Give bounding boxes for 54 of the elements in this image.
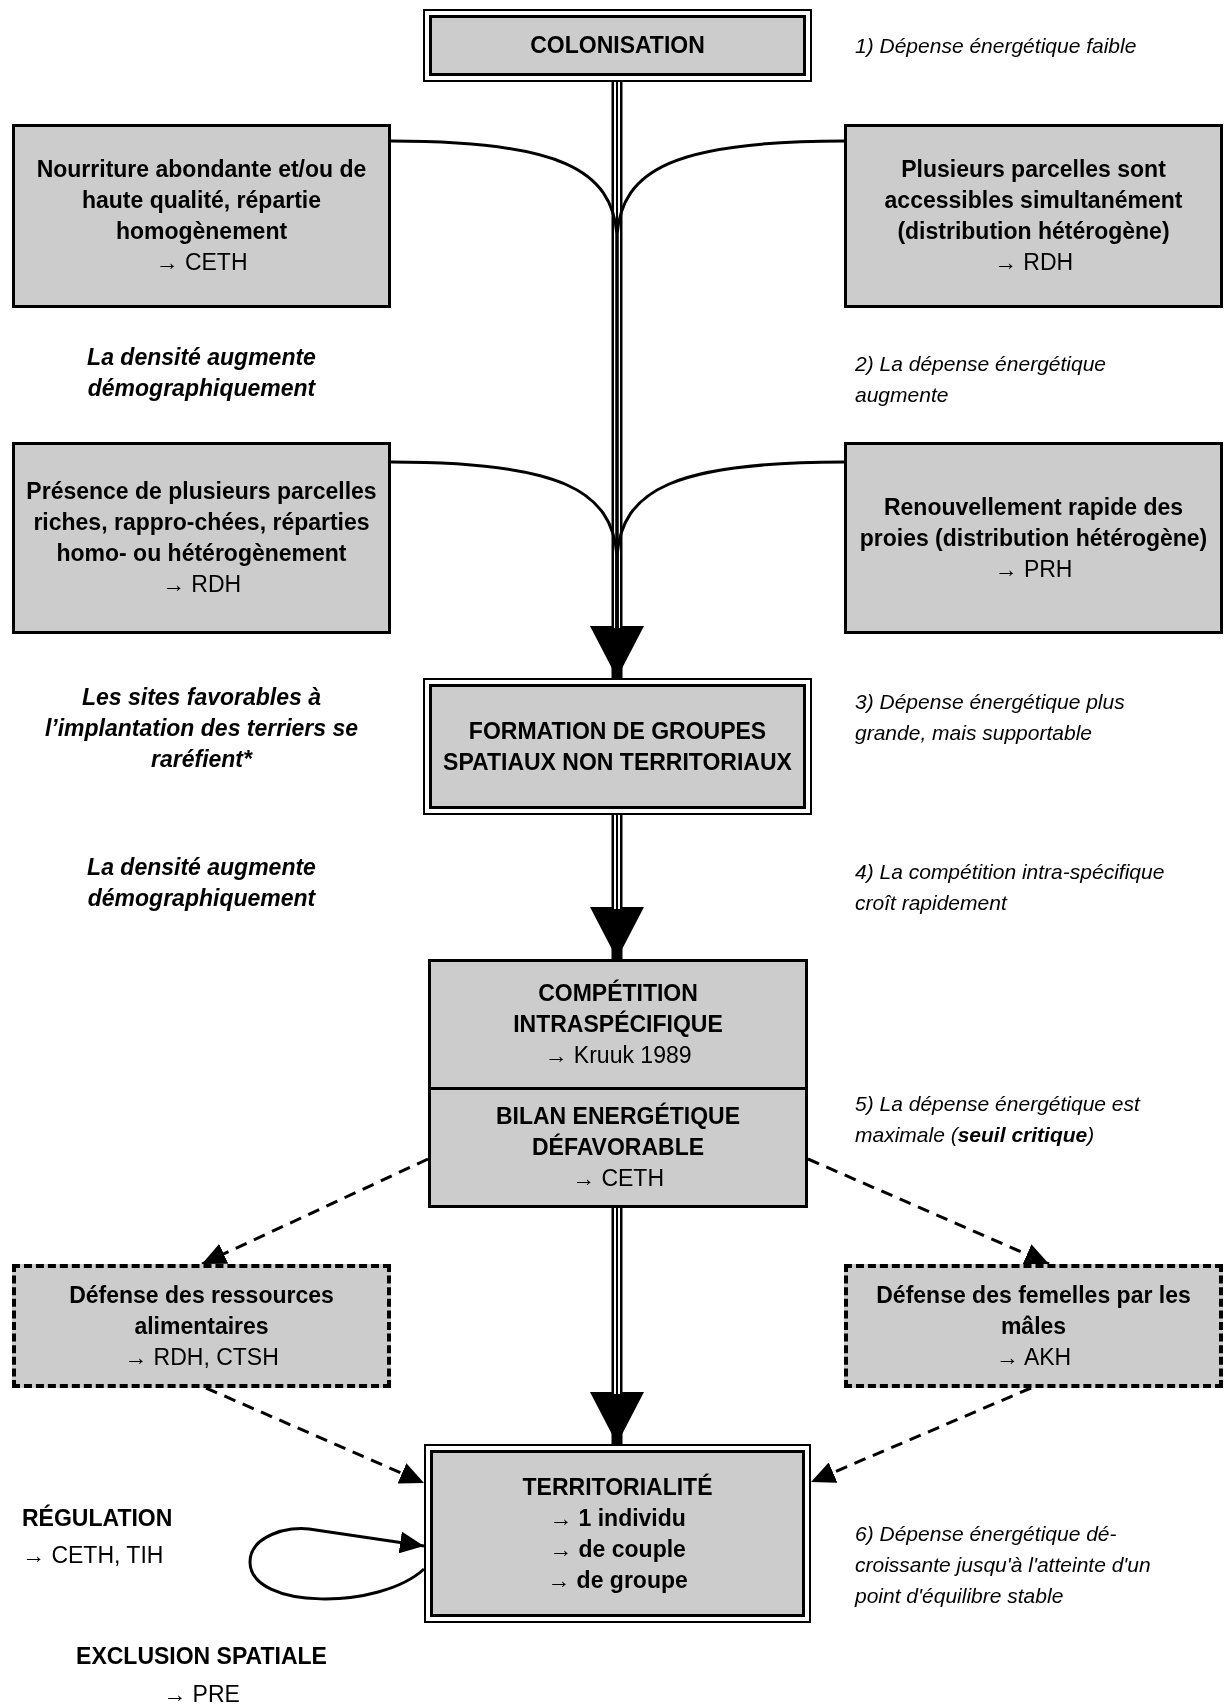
box-heading: Plusieurs parcelles sont accessibles simultanément (distribution hétérogène): [883, 155, 1184, 246]
box-heading: Nourriture abondante et/ou de haute qualité, répartie homogènement: [35, 155, 368, 246]
box-heading: COLONISATION: [530, 31, 705, 60]
box-heading: COMPÉTITION INTRASPÉCIFIQUE: [512, 978, 724, 1039]
process-box: [844, 124, 1223, 308]
double-bordered-box: [424, 1444, 811, 1623]
box-text: → de couple: [549, 1534, 686, 1564]
reference-text: → PRH: [994, 554, 1073, 584]
reference-text: → CETH: [155, 248, 248, 277]
label-heading: EXCLUSION SPATIALE: [75, 1642, 328, 1671]
note-text: 5) La dépense énergétique est maximale (seuil critique): [855, 1091, 1142, 1148]
note-text: 4) La compétition intra-spécifique croît rapidement: [855, 859, 1166, 916]
double-bordered-box: [423, 678, 812, 815]
note-text: 2) La dépense énergétique augmente: [855, 351, 1108, 408]
triple-line-arrow: [590, 815, 644, 959]
double-bordered-box: [423, 9, 812, 82]
process-box: [844, 442, 1223, 634]
reference-text: → PRE: [162, 1680, 241, 1708]
loop-arrow: [248, 1527, 425, 1601]
box-text: → 1 individu: [549, 1503, 686, 1533]
dashed-arrow: [201, 1157, 429, 1266]
reference-text: → RDH: [161, 570, 242, 599]
process-box: [428, 1087, 808, 1208]
dashed-box: [844, 1264, 1223, 1388]
reference-text: → AKH: [995, 1342, 1072, 1372]
annotation-text: La densité augmente démographiquement: [86, 343, 317, 403]
box-heading: FORMATION DE GROUPES SPATIAUX NON TERRITORIAUX: [442, 716, 793, 777]
process-box: [12, 442, 391, 634]
reference-text: → RDH: [993, 248, 1074, 277]
box-heading: TERRITORIALITÉ: [522, 1472, 713, 1502]
reference-text: → Kruuk 1989: [544, 1041, 692, 1070]
box-text: → de groupe: [547, 1565, 688, 1595]
box-heading: Défense des ressources alimentaires: [68, 1280, 335, 1341]
dashed-arrow: [810, 1386, 1032, 1484]
process-box: [12, 124, 391, 308]
box-heading: Présence de plusieurs parcelles riches, rappro-chées, réparties homo- ou hétérogènement: [25, 477, 378, 568]
process-box: [428, 959, 808, 1090]
triple-line-arrow: [590, 82, 644, 678]
note-text: 6) Dépense énergétique dé-croissante jusqu'à l'atteinte d'un point d'équilibre stable: [855, 1521, 1152, 1609]
box-heading: Renouvellement rapide des proies (distribution hétérogène): [858, 492, 1209, 553]
reference-text: → RDH, CTSH: [124, 1342, 279, 1372]
dashed-arrow: [205, 1386, 425, 1485]
note-text: 3) Dépense énergétique plus grande, mais supportable: [855, 689, 1126, 746]
reference-text: → CETH, TIH: [22, 1541, 165, 1570]
dashed-box: [12, 1264, 391, 1388]
box-heading: BILAN ENERGÉTIQUE DÉFAVORABLE: [494, 1101, 742, 1162]
reference-text: → CETH: [572, 1164, 664, 1193]
dashed-arrow: [807, 1157, 1050, 1266]
annotation-text: La densité augmente démographiquement: [86, 853, 317, 913]
label-heading: RÉGULATION: [22, 1503, 174, 1533]
triple-line-arrow: [590, 1208, 644, 1444]
annotation-text: Les sites favorables à l’implantation des terriers se raréfient*: [43, 683, 360, 774]
box-heading: Défense des femelles par les mâles: [875, 1280, 1192, 1341]
note-text: 1) Dépense énergétique faible: [855, 33, 1138, 59]
